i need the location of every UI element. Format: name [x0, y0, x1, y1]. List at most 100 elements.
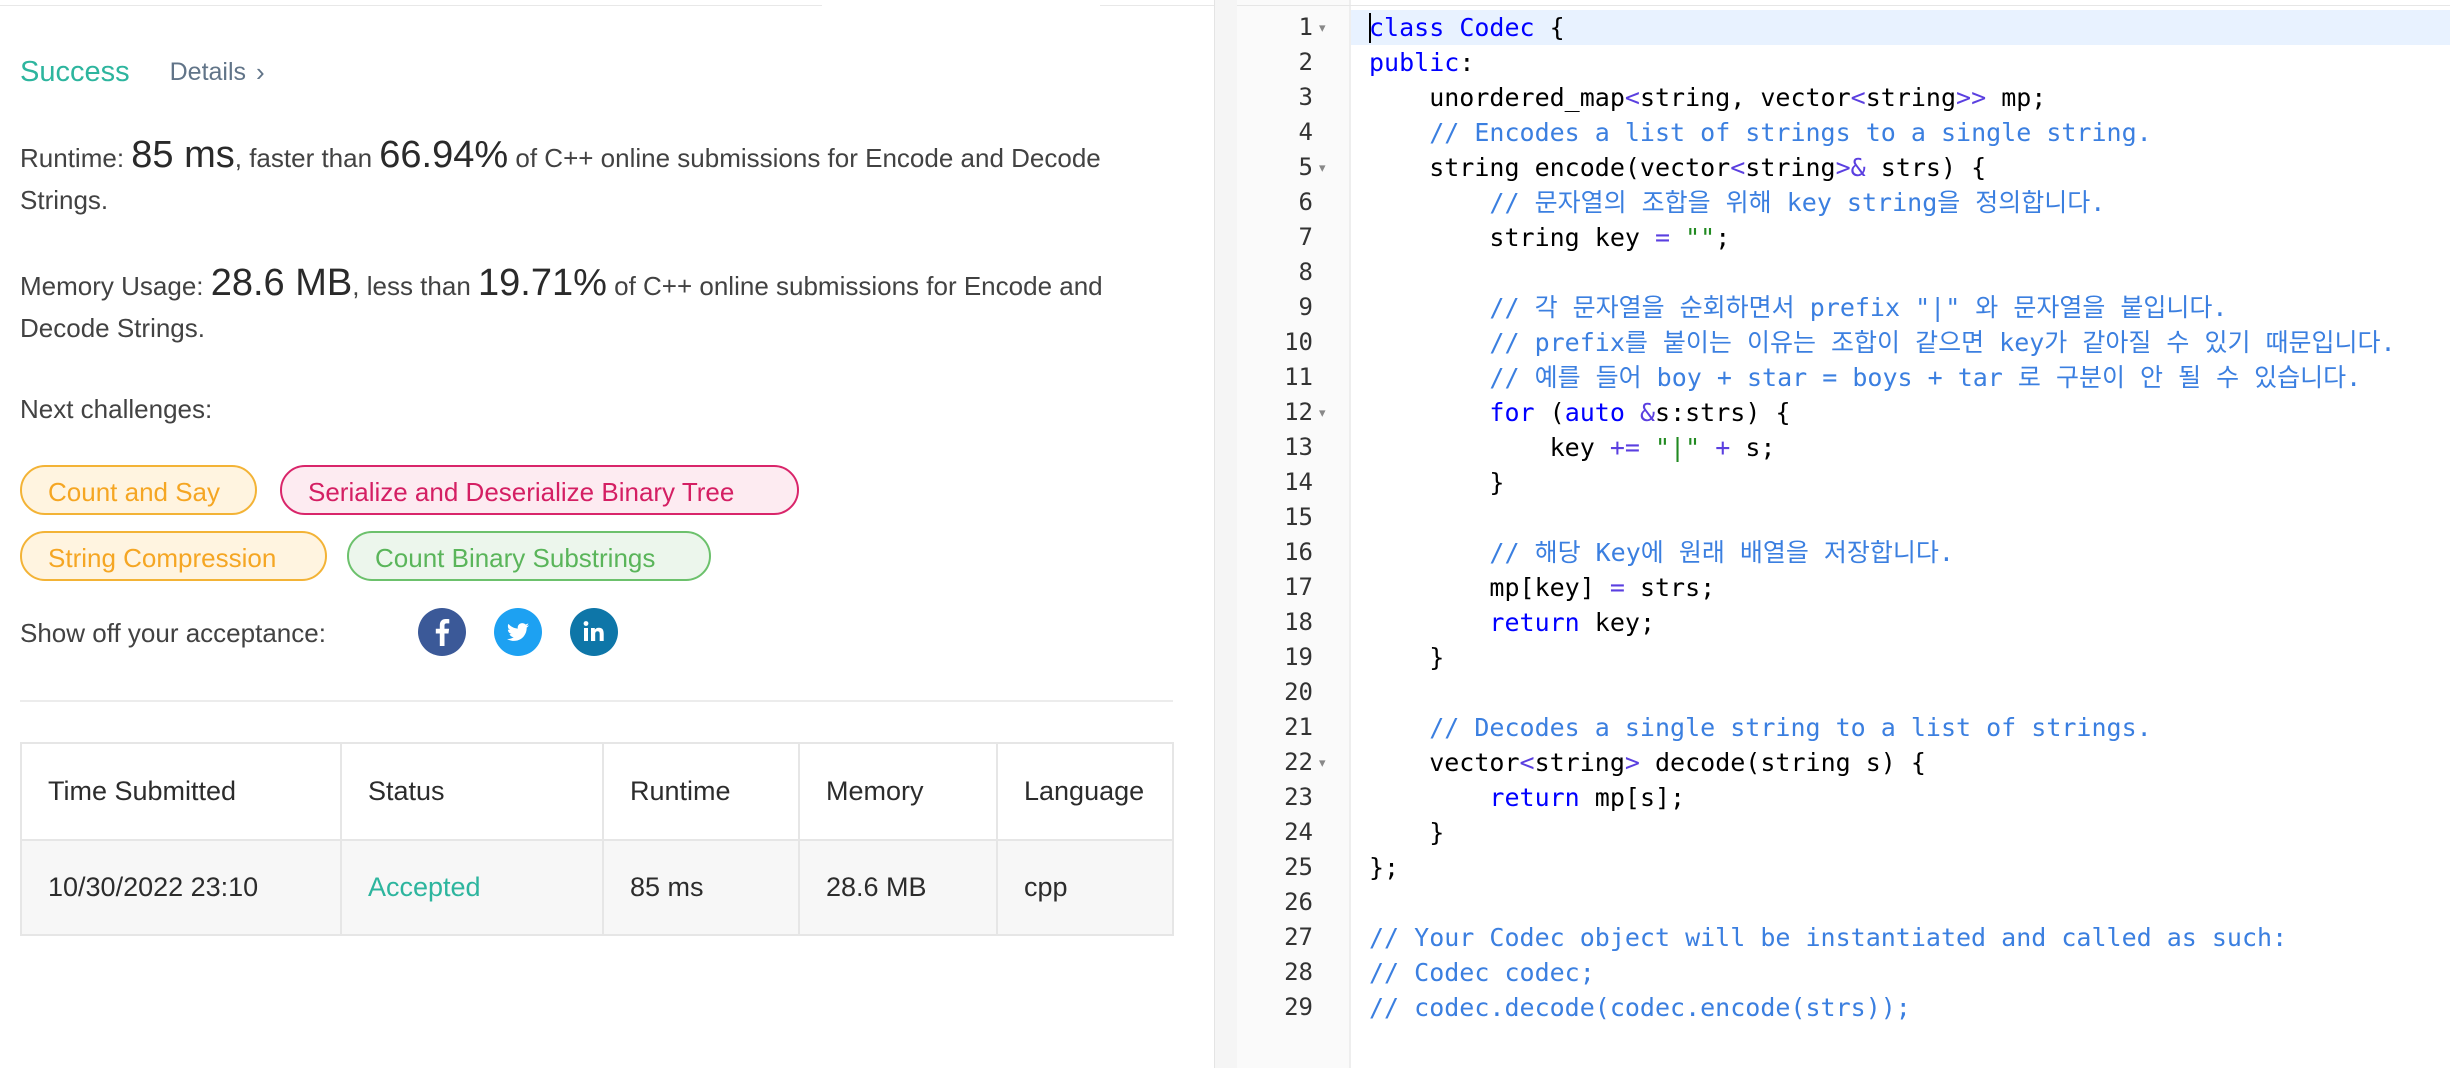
code-text: return key;: [1489, 608, 1655, 637]
panel-resize-handle[interactable]: [1214, 0, 1238, 1068]
code-text: }: [1369, 818, 1445, 847]
code-text: for (auto &s:strs) {: [1489, 398, 1791, 427]
share-label: Show off your acceptance:: [20, 617, 326, 648]
challenge-tag-serialize-binary-tree[interactable]: Serialize and Deserialize Binary Tree: [280, 465, 799, 515]
column-header-memory: Memory: [798, 742, 998, 841]
runtime-prefix: Runtime:: [20, 143, 132, 173]
code-line[interactable]: 24 }: [1237, 815, 2450, 850]
facebook-icon[interactable]: [418, 608, 466, 656]
code-line[interactable]: 1 ▾ class Codec {: [1237, 10, 2450, 45]
code-text: };: [1369, 853, 1400, 882]
column-header-time: Time Submitted: [20, 742, 342, 841]
code-line[interactable]: 22 ▾ vector<string> decode(string s) {: [1237, 745, 2450, 780]
line-number: 13: [1284, 433, 1313, 461]
code-line[interactable]: 19 }: [1237, 640, 2450, 675]
code-line[interactable]: 20: [1237, 675, 2450, 710]
cell-status-link[interactable]: Accepted: [340, 839, 604, 936]
line-number: 12: [1284, 398, 1313, 426]
code-line[interactable]: 21 // Decodes a single string to a list …: [1237, 710, 2450, 745]
fold-arrow-icon[interactable]: ▾: [1319, 20, 1326, 35]
result-panel: Success Details › Runtime: 85 ms, faster…: [0, 0, 1214, 1068]
editor-top-border: [1237, 0, 2450, 6]
line-number: 4: [1298, 118, 1313, 146]
column-header-language: Language: [996, 742, 1174, 841]
line-number: 24: [1284, 818, 1313, 846]
code-line[interactable]: 6 // 문자열의 조합을 위해 key string을 정의합니다.: [1237, 185, 2450, 220]
code-text: string encode(vector<string>& strs) {: [1369, 153, 1987, 182]
code-line[interactable]: 29 // codec.decode(codec.encode(strs));: [1237, 990, 2450, 1025]
active-line-highlight: [1351, 10, 2450, 45]
code-line[interactable]: 25};: [1237, 850, 2450, 885]
line-number: 23: [1284, 783, 1313, 811]
runtime-summary: Runtime: 85 ms, faster than 66.94% of C+…: [20, 134, 1180, 221]
tab-underline-right: [1100, 0, 1214, 6]
code-line[interactable]: 13 key += "|" + s;: [1237, 430, 2450, 465]
code-line[interactable]: 8: [1237, 255, 2450, 290]
linkedin-icon[interactable]: [570, 608, 618, 656]
code-line[interactable]: 15: [1237, 500, 2450, 535]
line-number: 22: [1284, 748, 1313, 776]
challenge-tag-string-compression[interactable]: String Compression: [20, 531, 327, 581]
twitter-icon[interactable]: [494, 608, 542, 656]
line-number: 14: [1284, 468, 1313, 496]
details-link[interactable]: Details ›: [170, 57, 265, 88]
line-number: 8: [1298, 258, 1313, 286]
code-line[interactable]: 9 // 각 문자열을 순회하면서 prefix "|" 와 문자열을 붙입니다…: [1237, 290, 2450, 325]
code-text: vector<string> decode(string s) {: [1369, 748, 1926, 777]
code-line[interactable]: 10 // prefix를 붙이는 이유는 조합이 같으면 key가 같아질 수…: [1237, 325, 2450, 360]
code-text: // codec.decode(codec.encode(strs));: [1369, 993, 1911, 1022]
line-number: 16: [1284, 538, 1313, 566]
result-header: Success Details ›: [20, 52, 265, 92]
memory-suffix: of C++ online submissions for Encode and…: [20, 271, 1103, 343]
code-text: unordered_map<string, vector<string>> mp…: [1369, 83, 2047, 112]
line-number: 10: [1284, 328, 1313, 356]
challenge-tag-count-binary-substrings[interactable]: Count Binary Substrings: [347, 531, 711, 581]
code-editor[interactable]: 1 ▾ class Codec { 2 public: 3 unordered_map<s…: [1237, 0, 2450, 1068]
code-text: // prefix를 붙이는 이유는 조합이 같으면 key가 같아질 수 있기…: [1489, 328, 2396, 357]
line-number: 9: [1298, 293, 1313, 321]
code-line[interactable]: 16 // 해당 Key에 원래 배열을 저장합니다.: [1237, 535, 2450, 570]
line-number: 17: [1284, 573, 1313, 601]
code-line[interactable]: 3 unordered_map<string, vector<string>> …: [1237, 80, 2450, 115]
code-line[interactable]: 5▾ string encode(vector<string>& strs) {: [1237, 150, 2450, 185]
line-number: 18: [1284, 608, 1313, 636]
code-line[interactable]: 4 // Encodes a list of strings to a sing…: [1237, 115, 2450, 150]
code-line[interactable]: 2 public:: [1237, 45, 2450, 80]
line-number: 29: [1284, 993, 1313, 1021]
section-divider: [20, 700, 1173, 702]
code-line[interactable]: 11 // 예를 들어 boy + star = boys + tar 로 구분…: [1237, 360, 2450, 395]
memory-percent: 19.71%: [478, 262, 607, 304]
code-text: // 문자열의 조합을 위해 key string을 정의합니다.: [1489, 188, 2106, 217]
code-line[interactable]: 12 ▾ for (auto &s:strs) {: [1237, 395, 2450, 430]
line-number: 11: [1284, 363, 1313, 391]
code-line[interactable]: 28// Codec codec;: [1237, 955, 2450, 990]
challenge-tag-count-and-say[interactable]: Count and Say: [20, 465, 257, 515]
line-number: 2: [1298, 48, 1313, 76]
code-line[interactable]: 23 return mp[s];: [1237, 780, 2450, 815]
code-line[interactable]: 7 string key = "";: [1237, 220, 2450, 255]
line-number: 1: [1298, 13, 1313, 41]
table-row: 10/30/2022 23:10 Accepted 85 ms 28.6 MB …: [20, 839, 1174, 936]
code-line[interactable]: 14 }: [1237, 465, 2450, 500]
code-line[interactable]: 26: [1237, 885, 2450, 920]
runtime-mid: , faster than: [234, 143, 380, 173]
line-number-gutter: [1237, 0, 1351, 1068]
code-text: public:: [1369, 48, 1475, 77]
fold-arrow-icon[interactable]: ▾: [1319, 160, 1326, 175]
cell-runtime: 85 ms: [602, 839, 800, 936]
memory-summary: Memory Usage: 28.6 MB, less than 19.71% …: [20, 262, 1180, 349]
code-line[interactable]: 27// Your Codec object will be instantia…: [1237, 920, 2450, 955]
line-number: 27: [1284, 923, 1313, 951]
code-line[interactable]: 18 return key;: [1237, 605, 2450, 640]
code-text: key += "|" + s;: [1369, 433, 1776, 462]
cell-memory: 28.6 MB: [798, 839, 998, 936]
column-header-status: Status: [340, 742, 604, 841]
code-line[interactable]: 17 mp[key] = strs;: [1237, 570, 2450, 605]
status-label: Success: [20, 55, 130, 88]
code-text: string key = "";: [1369, 223, 1731, 252]
fold-arrow-icon[interactable]: ▾: [1319, 755, 1326, 770]
code-text: class Codec {: [1369, 13, 1565, 42]
fold-arrow-icon[interactable]: ▾: [1319, 405, 1326, 420]
runtime-percent: 66.94%: [379, 134, 509, 176]
line-number: 25: [1284, 853, 1313, 881]
